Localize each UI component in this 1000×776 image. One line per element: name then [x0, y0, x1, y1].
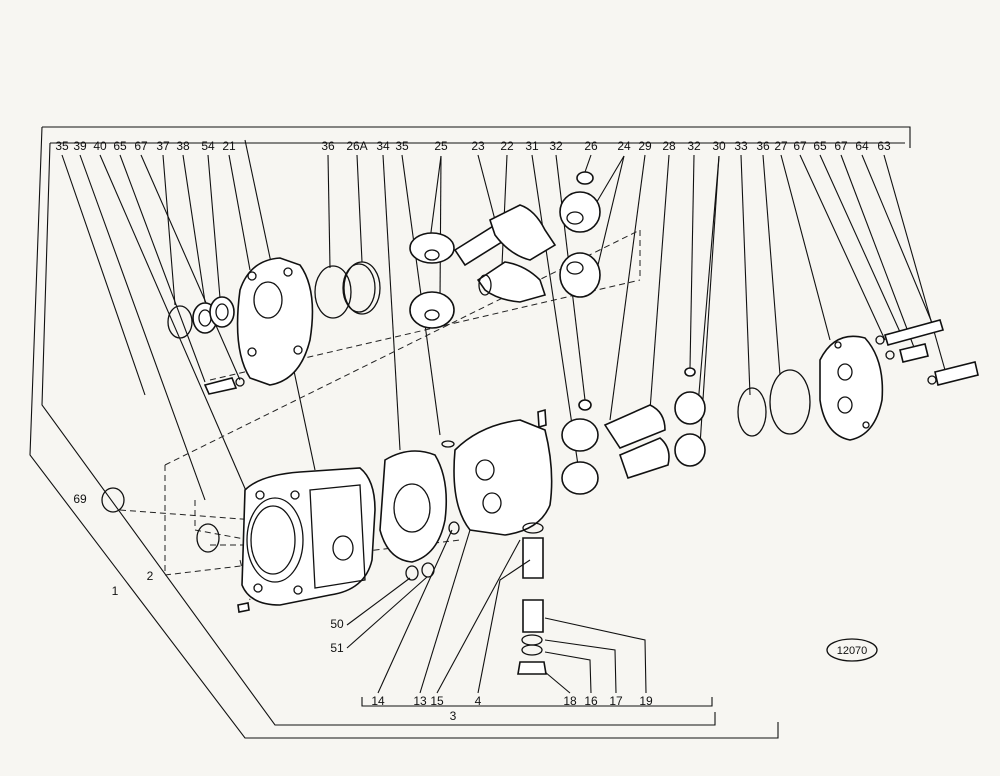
washer-67 [235, 377, 245, 387]
top-callouts: 35 39 40 65 67 37 38 54 21 36 26A 34 35 … [55, 139, 891, 153]
pump-body-2 [237, 467, 376, 613]
o-ring-69 [101, 487, 125, 513]
callout-16: 16 [584, 694, 598, 708]
reference-number: 12070 [837, 645, 868, 657]
callout-67b: 67 [793, 139, 807, 153]
spring-washer-65 [899, 343, 929, 363]
relief-valve-3 [517, 522, 547, 675]
label-69: 69 [73, 492, 87, 506]
o-ring-36b [769, 369, 811, 435]
bushing-30b [674, 433, 706, 467]
plug-18 [517, 661, 547, 675]
callout-29: 29 [638, 139, 652, 153]
callout-18: 18 [563, 694, 577, 708]
callout-26: 26 [584, 139, 598, 153]
callout-15: 15 [430, 694, 444, 708]
top-bracket [29, 126, 911, 739]
label-50: 50 [330, 617, 344, 631]
o-ring-39 [196, 523, 220, 553]
label-2: 2 [147, 569, 154, 583]
callout-25: 25 [434, 139, 448, 153]
label-1: 1 [112, 584, 119, 598]
bottom-leaders [377, 529, 647, 694]
bushing-30a [674, 391, 706, 425]
callout-39: 39 [73, 139, 87, 153]
callout-65b: 65 [813, 139, 827, 153]
gear-shafts [453, 204, 557, 303]
callout-31: 31 [525, 139, 539, 153]
callout-14: 14 [371, 694, 385, 708]
gear-29 [603, 404, 666, 449]
bushing-25a [409, 232, 455, 264]
valve-spool-4 [522, 537, 544, 579]
callout-33: 33 [734, 139, 748, 153]
callout-22: 22 [500, 139, 514, 153]
key-26 [576, 171, 594, 185]
gear-28 [618, 437, 670, 480]
drive-gear-22 [489, 204, 557, 261]
bushing-24a [559, 191, 601, 233]
o-ring-36 [314, 265, 352, 319]
front-cover-group [167, 257, 314, 395]
pin-35 [441, 440, 455, 448]
spring-19 [522, 599, 544, 633]
callout-40: 40 [93, 139, 107, 153]
driven-gear [476, 261, 547, 303]
callout-65a: 65 [113, 139, 127, 153]
callout-19: 19 [639, 694, 653, 708]
callout-23: 23 [471, 139, 485, 153]
reference-badge: 12070 [826, 638, 878, 662]
o-ring-26a [343, 261, 381, 315]
plug [537, 408, 547, 429]
shim-17 [521, 634, 543, 646]
callout-13: 13 [413, 694, 427, 708]
callout-4: 4 [475, 694, 482, 708]
callout-37: 37 [156, 139, 170, 153]
callout-26a: 26A [346, 139, 367, 153]
seals-and-bushings [314, 232, 455, 329]
bushing-24b [559, 252, 601, 298]
callout-24: 24 [617, 139, 631, 153]
bushing-group-24 [559, 171, 601, 298]
callout-32b: 32 [687, 139, 701, 153]
callout-30: 30 [712, 139, 726, 153]
rear-gear-group [561, 367, 706, 495]
rear-housing [379, 408, 553, 563]
callout-27: 27 [774, 139, 788, 153]
callout-67a: 67 [134, 139, 148, 153]
callout-32a: 32 [549, 139, 563, 153]
callout-34: 34 [376, 139, 390, 153]
bottom-callouts: 14 13 15 4 18 16 17 19 3 [371, 694, 653, 723]
o-ring-50 [405, 565, 419, 581]
seal-54 [209, 296, 235, 328]
callout-36b: 36 [756, 139, 770, 153]
callout-63: 63 [877, 139, 891, 153]
callout-38: 38 [176, 139, 190, 153]
rear-housing-body [453, 419, 553, 536]
o-ring-33 [737, 387, 767, 437]
group-label-3: 3 [450, 709, 457, 723]
callout-54: 54 [201, 139, 215, 153]
gasket-34 [379, 450, 448, 563]
callout-35b: 35 [395, 139, 409, 153]
dowel-pin [237, 602, 250, 613]
label-51: 51 [330, 641, 344, 655]
cap-screw-64 [934, 361, 979, 386]
callout-36a: 36 [321, 139, 335, 153]
rear-cover-27 [819, 335, 884, 441]
bushing-31 [561, 418, 599, 452]
callout-17: 17 [609, 694, 623, 708]
callout-21: 21 [222, 139, 236, 153]
snap-ring-37 [167, 305, 193, 339]
callout-35a: 35 [55, 139, 69, 153]
rear-cover-group [737, 319, 979, 441]
callout-67c: 67 [834, 139, 848, 153]
callout-64: 64 [855, 139, 869, 153]
cap-screw-65 [203, 377, 238, 395]
washer-16 [521, 644, 543, 656]
callout-28: 28 [662, 139, 676, 153]
cap-screw-63 [883, 319, 945, 346]
